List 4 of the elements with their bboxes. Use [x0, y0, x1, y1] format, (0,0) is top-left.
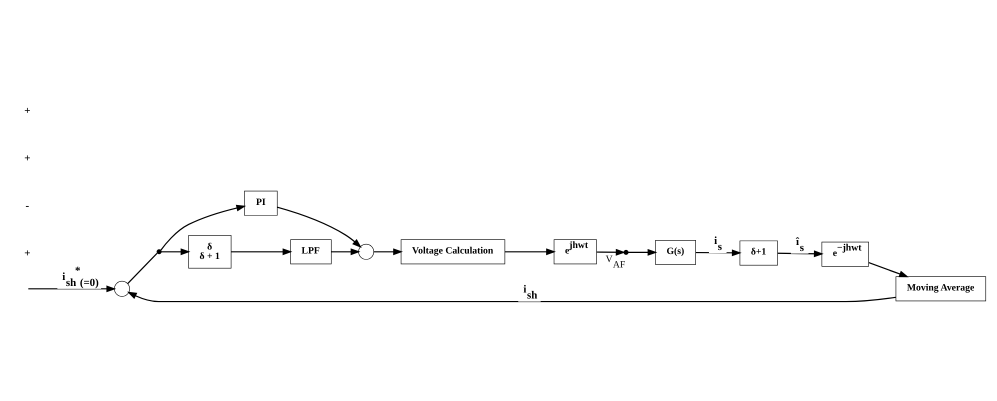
- label: +: [24, 247, 30, 260]
- label: +: [24, 105, 30, 118]
- label: -: [25, 200, 30, 212]
- label: +: [24, 152, 30, 165]
